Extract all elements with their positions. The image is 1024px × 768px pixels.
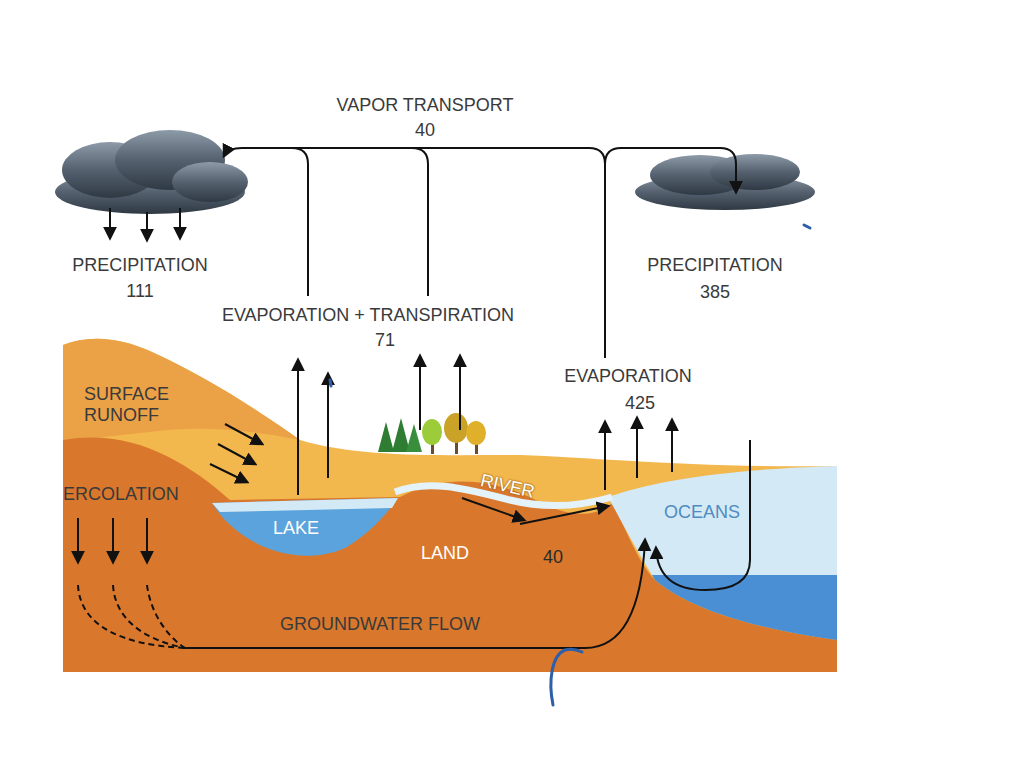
land-upper <box>63 339 837 672</box>
feature-label: LAND <box>421 543 469 564</box>
flow-title: EVAPORATION + TRANSPIRATION <box>222 305 514 326</box>
flow-title: SURFACE RUNOFF <box>84 384 196 425</box>
feature-label: LAKE <box>273 518 319 539</box>
flow-value: 40 <box>543 547 563 568</box>
trees <box>378 413 486 454</box>
cloud-left <box>55 130 248 214</box>
cloud-right <box>635 154 815 210</box>
flow-title: VAPOR TRANSPORT <box>336 95 513 116</box>
flow-title: GROUNDWATER FLOW <box>280 614 480 635</box>
flow-value: 425 <box>625 393 655 414</box>
flow-arrows <box>78 148 750 648</box>
flow-value: 71 <box>375 330 395 351</box>
flow-title: ERCOLATION <box>63 484 179 505</box>
ocean-surface <box>608 466 837 575</box>
hill-slope <box>63 339 300 442</box>
flow-value: 40 <box>415 120 435 141</box>
flow-title: EVAPORATION <box>564 366 691 387</box>
flow-title: PRECIPITATION <box>647 255 782 276</box>
land-lower <box>63 437 837 672</box>
flow-value: 385 <box>700 282 730 303</box>
feature-label: OCEANS <box>664 502 740 523</box>
lake <box>212 498 398 556</box>
flow-value: 111 <box>126 281 153 302</box>
flow-title: PRECIPITATION <box>72 255 207 276</box>
lake-surface <box>212 498 398 512</box>
